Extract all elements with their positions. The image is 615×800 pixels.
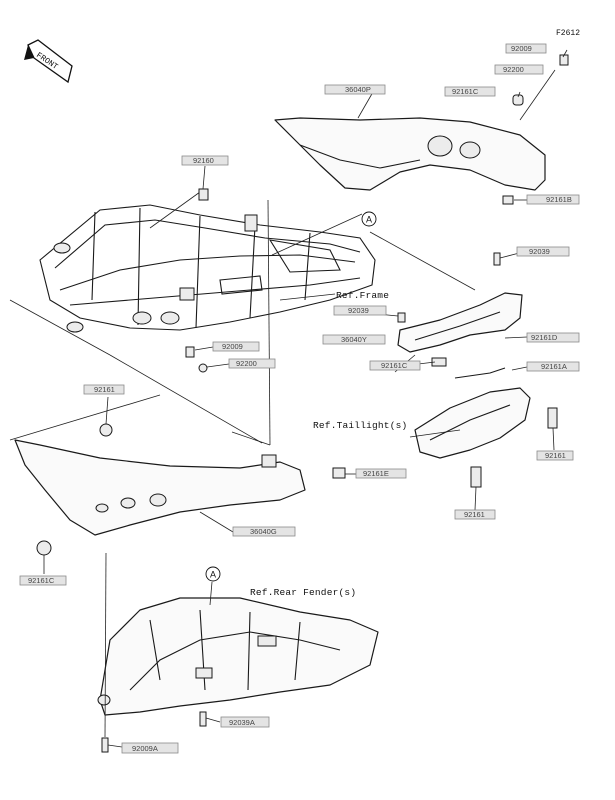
svg-text:92039: 92039 — [348, 306, 369, 315]
callout-92200-top: 92200 — [494, 64, 544, 75]
svg-text:92161: 92161 — [545, 451, 566, 460]
callout-92039a: 92039A — [220, 716, 270, 728]
callout-92161c-mid: 92161C — [369, 360, 421, 371]
svg-text:92009A: 92009A — [132, 744, 158, 753]
marker-a-upper-label: A — [366, 215, 372, 225]
svg-text:92009: 92009 — [511, 44, 532, 53]
callout-92161e: 92161E — [355, 468, 407, 479]
svg-text:92161C: 92161C — [452, 87, 479, 96]
callout-92161-left: 92161 — [83, 384, 125, 395]
callout-36040y: 36040Y — [322, 334, 386, 345]
marker-a-lower — [205, 566, 221, 582]
leader-lines — [9, 49, 568, 748]
svg-text:92039A: 92039A — [229, 718, 255, 727]
frame-assembly — [39, 191, 376, 333]
ref-frame-label: Ref.Frame — [336, 290, 389, 301]
svg-text:92161C: 92161C — [381, 361, 408, 370]
taillight-assembly — [414, 367, 558, 488]
svg-text:36040Y: 36040Y — [341, 335, 367, 344]
callout-36040p: 36040P — [324, 84, 386, 95]
part-92039-mid — [397, 312, 406, 323]
callout-92161d: 92161D — [526, 332, 580, 343]
side-cowl — [14, 439, 346, 536]
svg-text:92200: 92200 — [503, 65, 524, 74]
ref-taillight-label: Ref.Taillight(s) — [313, 420, 407, 431]
svg-text:92161: 92161 — [464, 510, 485, 519]
part-92009-top — [559, 54, 569, 66]
front-arrow-icon: FRONT — [24, 39, 73, 84]
callout-92161b: 92161B — [526, 194, 580, 205]
part-92161c-bottom — [36, 540, 52, 556]
callout-92039-right: 92039 — [516, 246, 570, 257]
part-92039a — [199, 711, 207, 727]
callout-92161a: 92161A — [526, 361, 580, 372]
svg-text:36040P: 36040P — [345, 85, 371, 94]
callout-92009-left: 92009 — [212, 341, 260, 352]
callout-36040g: 36040G — [232, 526, 296, 537]
callout-92009a: 92009A — [121, 742, 179, 754]
callout-92161-right-b: 92161 — [454, 509, 496, 520]
svg-text:92039: 92039 — [529, 247, 550, 256]
svg-text:92161: 92161 — [94, 385, 115, 394]
ref-rear-fender-label: Ref.Rear Fender(s) — [250, 587, 356, 598]
part-92161-left — [99, 423, 113, 437]
callout-92161c-top: 92161C — [444, 86, 496, 97]
marker-a-upper — [361, 211, 377, 227]
svg-text:92161B: 92161B — [546, 195, 572, 204]
svg-text:92160: 92160 — [193, 156, 214, 165]
part-92009a — [101, 737, 109, 753]
callout-92161c-bottom: 92161C — [19, 575, 67, 586]
diagram-code: F2612 — [556, 29, 580, 38]
callout-92160: 92160 — [181, 155, 229, 166]
part-92200-left — [198, 363, 208, 373]
part-92009-left — [185, 346, 195, 358]
svg-text:92161D: 92161D — [531, 333, 558, 342]
middle-cowl — [397, 292, 523, 367]
svg-text:92161A: 92161A — [541, 362, 567, 371]
rear-fender — [97, 597, 379, 716]
callout-92039-mid: 92039 — [333, 305, 387, 316]
svg-text:92200: 92200 — [236, 359, 257, 368]
svg-text:92009: 92009 — [222, 342, 243, 351]
part-92160 — [198, 188, 209, 201]
callout-92161-right-a: 92161 — [536, 450, 574, 461]
svg-text:36040G: 36040G — [250, 527, 277, 536]
callout-92009-top: 92009 — [505, 43, 547, 54]
callout-92200-left: 92200 — [228, 358, 276, 369]
svg-text:92161E: 92161E — [363, 469, 389, 478]
svg-text:92161C: 92161C — [28, 576, 55, 585]
part-92039-right — [493, 252, 501, 266]
part-92161c-top — [512, 94, 524, 106]
upper-seat-cowl — [274, 117, 546, 205]
marker-a-lower-label: A — [210, 570, 216, 580]
